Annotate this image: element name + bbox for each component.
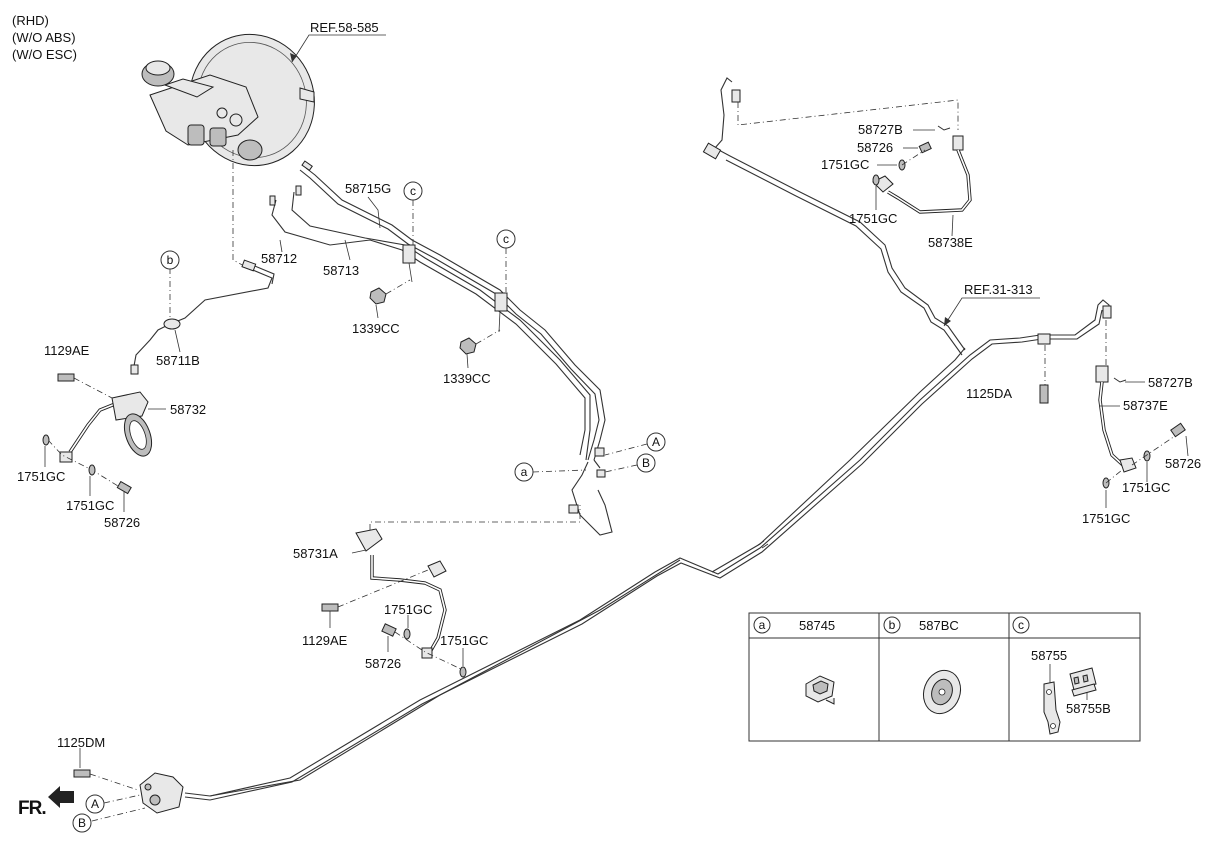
marker-c-upper[interactable]: c — [403, 181, 423, 201]
svg-text:c: c — [503, 232, 509, 246]
label-1125DM[interactable]: 1125DM — [57, 735, 105, 750]
label-58732[interactable]: 58732 — [170, 402, 206, 417]
legend-part-58755: 58755 — [1031, 648, 1067, 663]
svg-text:b: b — [889, 618, 896, 632]
clip-58755B-icon — [1069, 667, 1097, 697]
left-front-brake-assembly — [42, 150, 275, 512]
rear-brake-lines — [184, 77, 1112, 801]
label-58711B[interactable]: 58711B — [156, 353, 200, 368]
marker-A-upper[interactable]: A — [604, 432, 666, 456]
marker-c-lower[interactable]: c — [496, 229, 516, 249]
legend-cell-b[interactable]: b 587BC — [883, 616, 966, 719]
front-direction-indicator: FR. — [18, 786, 74, 819]
legend-table: a 58745 b 587BC c 58755 58755B — [748, 612, 1141, 742]
note-wo-esc: (W/O ESC) — [12, 47, 77, 62]
label-58727B-right[interactable]: 58727B — [1148, 375, 1193, 390]
label-1125DA[interactable]: 1125DA — [966, 386, 1012, 401]
front-direction-label: FR. — [18, 798, 46, 819]
label-1339CC-lower[interactable]: 1339CC — [443, 371, 491, 386]
label-1751GC-mid-2[interactable]: 1751GC — [440, 633, 488, 648]
brake-booster-assembly — [141, 33, 315, 167]
label-1751GC-mid-1[interactable]: 1751GC — [384, 602, 432, 617]
clip-58745-icon — [805, 675, 835, 705]
legend-part-587BC: 587BC — [919, 618, 959, 633]
front-brake-lines — [269, 160, 613, 536]
note-rhd: (RHD) — [12, 13, 49, 28]
front-arrow-icon — [48, 786, 74, 808]
part-labels: 58715G 58712 58713 1339CC 1339CC 58711B … — [17, 122, 1201, 750]
marker-A-lower[interactable]: A — [85, 794, 105, 814]
rear-right-hose-assembly — [1039, 320, 1189, 508]
marker-B-upper[interactable]: B — [604, 453, 656, 473]
grommet-587BC-icon — [922, 669, 962, 715]
svg-text:A: A — [652, 435, 660, 449]
svg-text:c: c — [1018, 618, 1024, 632]
svg-text:b: b — [167, 253, 174, 267]
label-1339CC-upper[interactable]: 1339CC — [352, 321, 400, 336]
svg-text:a: a — [759, 618, 766, 632]
clip-nut-1339cc-upper — [369, 279, 411, 305]
label-58727B-top[interactable]: 58727B — [858, 122, 903, 137]
marker-a-right[interactable]: a — [514, 462, 587, 482]
svg-text:a: a — [521, 465, 528, 479]
svg-text:A: A — [91, 797, 99, 811]
label-58738E[interactable]: 58738E — [928, 235, 973, 250]
label-58731A[interactable]: 58731A — [293, 546, 338, 561]
label-1129AE-mid[interactable]: 1129AE — [302, 633, 348, 648]
label-1751GC-right-2[interactable]: 1751GC — [1082, 511, 1130, 526]
label-58726-right[interactable]: 58726 — [1165, 456, 1201, 471]
label-58713[interactable]: 58713 — [323, 263, 359, 278]
label-58726-mid[interactable]: 58726 — [365, 656, 401, 671]
rear-left-hose-assembly — [737, 99, 972, 237]
ref-31-313-label: REF.31-313 — [964, 282, 1033, 297]
label-1751GC-left-1[interactable]: 1751GC — [17, 469, 65, 484]
label-58715G[interactable]: 58715G — [345, 181, 391, 196]
svg-text:B: B — [642, 456, 650, 470]
legend-part-58755B: 58755B — [1066, 701, 1111, 716]
ref-58-585[interactable]: REF.58-585 — [290, 20, 386, 63]
label-1751GC-top-1[interactable]: 1751GC — [821, 157, 869, 172]
svg-text:B: B — [78, 816, 86, 830]
bracket-58755-icon — [1043, 681, 1061, 735]
marker-b-left[interactable]: b — [160, 250, 180, 270]
legend-part-58745: 58745 — [799, 618, 835, 633]
label-1751GC-top-2[interactable]: 1751GC — [849, 211, 897, 226]
ref-31-313[interactable]: REF.31-313 — [943, 282, 1040, 327]
legend-cell-a[interactable]: a 58745 — [753, 616, 835, 705]
label-58737E[interactable]: 58737E — [1123, 398, 1168, 413]
marker-B-lower[interactable]: B — [72, 813, 92, 833]
ref-58-585-label: REF.58-585 — [310, 20, 379, 35]
label-58726-left[interactable]: 58726 — [104, 515, 140, 530]
legend-cell-c[interactable]: c 58755 58755B — [1012, 616, 1111, 735]
clip-nut-1339cc-lower — [459, 329, 501, 355]
label-1751GC-right-1[interactable]: 1751GC — [1122, 480, 1170, 495]
note-wo-abs: (W/O ABS) — [12, 30, 76, 45]
right-front-brake-assembly — [321, 505, 581, 678]
proportioning-valve-assembly — [73, 748, 184, 822]
label-1129AE-left[interactable]: 1129AE — [44, 343, 90, 358]
label-58726-top[interactable]: 58726 — [857, 140, 893, 155]
label-58712[interactable]: 58712 — [261, 251, 297, 266]
svg-text:c: c — [410, 184, 416, 198]
label-1751GC-left-2[interactable]: 1751GC — [66, 498, 114, 513]
variant-notes: (RHD) (W/O ABS) (W/O ESC) — [12, 13, 77, 62]
